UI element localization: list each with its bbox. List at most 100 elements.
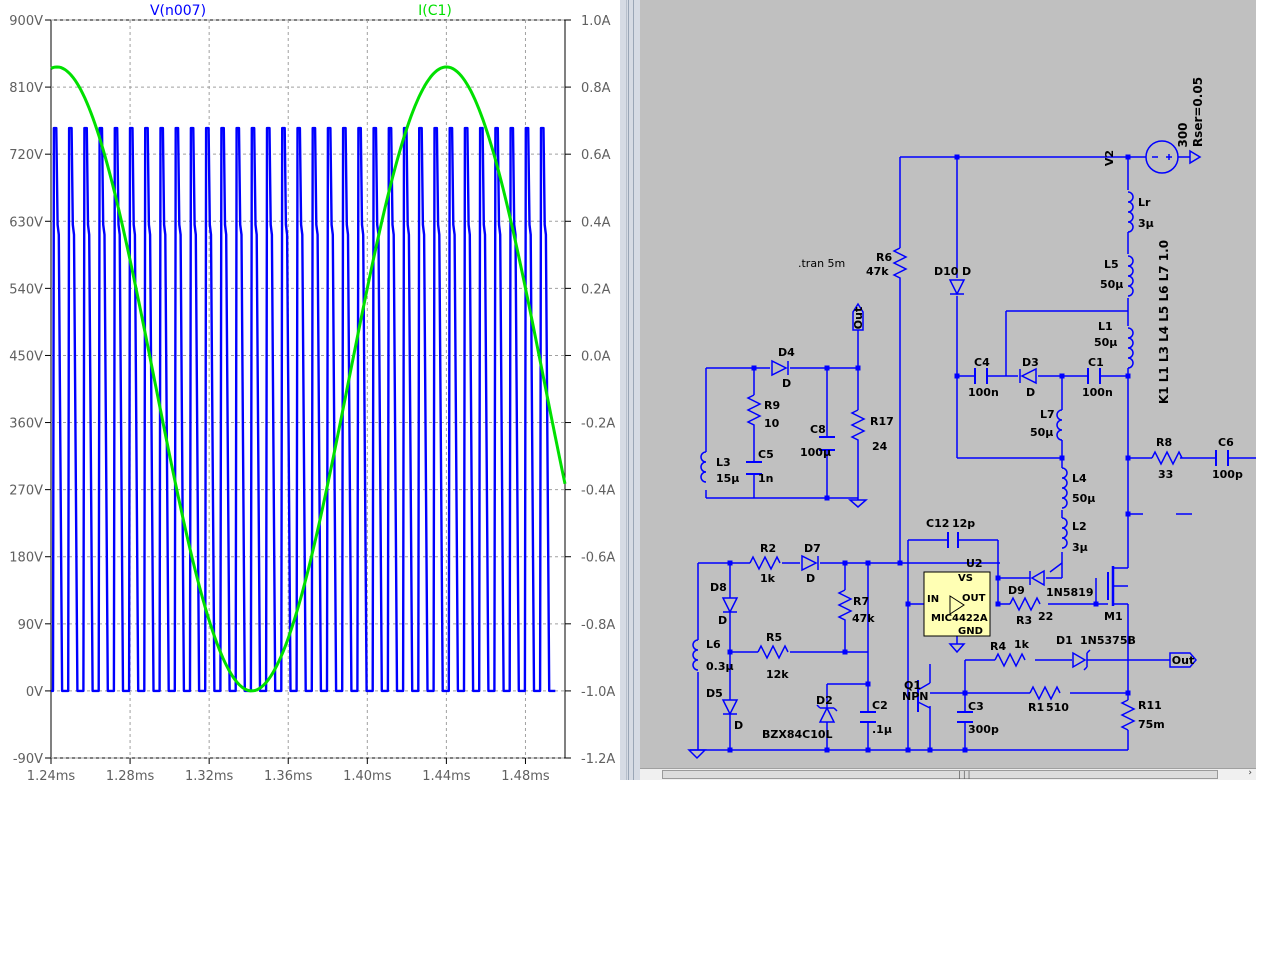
junction-dot	[865, 560, 871, 566]
right-axis-label: 0.0A	[581, 349, 611, 364]
diode-d9[interactable]	[1029, 569, 1045, 587]
label-r7-value: 47k	[852, 612, 875, 625]
resistor-r4[interactable]	[994, 652, 1026, 668]
capacitor-c12[interactable]	[947, 532, 959, 548]
label-r4-value: 1k	[1014, 638, 1030, 651]
capacitor-c6[interactable]	[1215, 450, 1229, 466]
label-r17: R17	[870, 415, 894, 428]
inductor-l5[interactable]	[1127, 255, 1134, 297]
diode-d3[interactable]	[1019, 367, 1037, 385]
label-d8-value: D	[718, 614, 727, 627]
ground-icon	[848, 499, 868, 508]
pane-splitter[interactable]	[620, 0, 640, 780]
trace-name-v-n007[interactable]: V(n007)	[150, 3, 206, 19]
label-r6-value: 47k	[866, 265, 889, 278]
trace-i-c1[interactable]	[50, 65, 567, 693]
diode-d8[interactable]	[721, 597, 739, 614]
schematic-symbols[interactable]	[687, 140, 1229, 760]
left-axis-label: 630V	[9, 215, 43, 230]
label-v2: V2	[1103, 150, 1116, 166]
label-c1: C1	[1088, 356, 1104, 369]
resistor-r2[interactable]	[749, 555, 781, 571]
label-d5: D5	[706, 687, 723, 700]
label-r5-value: 12k	[766, 668, 789, 681]
diode-d5[interactable]	[721, 699, 739, 716]
diode-d7[interactable]	[801, 554, 819, 572]
label-r9: R9	[764, 399, 780, 412]
inductor-l2[interactable]	[1061, 517, 1068, 549]
ground-icon	[1189, 149, 1202, 165]
inductor-l1[interactable]	[1127, 327, 1134, 369]
zener-diode-d2[interactable]	[816, 704, 838, 723]
resistor-r7[interactable]	[837, 589, 853, 628]
label-r11: R11	[1138, 699, 1162, 712]
zener-diode-d1[interactable]	[1072, 649, 1091, 671]
scrollbar-thumb[interactable]: |||	[662, 770, 1218, 779]
scrollbar-grip-icon: |||	[957, 770, 972, 779]
label-q1: Q1	[904, 679, 921, 692]
label-l6: L6	[706, 638, 721, 651]
diode-d10[interactable]	[948, 279, 966, 296]
left-axis-label: -90V	[13, 752, 43, 767]
label-r7: R7	[853, 595, 869, 608]
resistor-r11[interactable]	[1120, 699, 1136, 731]
label-c12-value: 12p	[952, 517, 975, 530]
label-c2: C2	[872, 699, 888, 712]
v2-source[interactable]	[1145, 140, 1179, 174]
label-l4: L4	[1072, 472, 1087, 485]
label-m1: M1	[1104, 610, 1123, 623]
label-r9-value: 10	[764, 417, 780, 430]
x-axis-label: 1.36ms	[264, 769, 313, 780]
inductor-l4[interactable]	[1061, 467, 1068, 509]
resistor-r6[interactable]	[892, 247, 908, 282]
label-r4: R4	[990, 640, 1006, 653]
label-r2: R2	[760, 542, 776, 555]
capacitor-c2[interactable]	[860, 711, 876, 723]
ground-icon	[687, 749, 707, 760]
left-axis-label: 270V	[9, 484, 43, 499]
label-u2-gnd: GND	[958, 626, 983, 637]
inductor-l6[interactable]	[692, 639, 699, 671]
right-axis-label: 1.0A	[581, 14, 611, 29]
resistor-r1[interactable]	[1029, 685, 1061, 701]
label-u2-part: MIC4422A	[931, 613, 988, 624]
resistor-r8[interactable]	[1151, 450, 1183, 466]
junction-dot	[1125, 373, 1131, 379]
trace-name-i-c1[interactable]: I(C1)	[418, 3, 452, 19]
diode-d4[interactable]	[771, 359, 789, 377]
capacitor-c1[interactable]	[1087, 368, 1101, 384]
window-edge	[1256, 0, 1280, 780]
waveform-plot[interactable]: 900V810V720V630V540V450V360V270V180V90V0…	[0, 0, 620, 780]
schematic-canvas[interactable]: V2 300 Rser=0.05 Lr 3µ L5 50µ L1 50µ K1 …	[640, 0, 1256, 768]
resistor-r17[interactable]	[850, 409, 866, 450]
capacitor-c4[interactable]	[974, 368, 988, 384]
inductor-l7[interactable]	[1056, 409, 1063, 441]
net-label-out-top[interactable]	[852, 302, 864, 331]
schematic-pane[interactable]: V2 300 Rser=0.05 Lr 3µ L5 50µ L1 50µ K1 …	[640, 0, 1256, 768]
capacitor-c3[interactable]	[957, 711, 973, 723]
left-axis-label: 0V	[26, 685, 43, 700]
inductor-lr[interactable]	[1127, 191, 1134, 233]
resistor-r9[interactable]	[746, 394, 762, 432]
capacitor-c5[interactable]	[746, 461, 762, 475]
label-u2-vs: VS	[958, 573, 973, 584]
label-l2-value: 3µ	[1072, 541, 1088, 554]
ic-u2[interactable]	[923, 571, 991, 637]
capacitor-c8[interactable]	[819, 436, 835, 451]
schematic-horizontal-scrollbar[interactable]: ||| ›	[640, 768, 1256, 780]
resistor-r3[interactable]	[1009, 596, 1041, 612]
junction-dots	[727, 154, 1131, 753]
plot-frame	[50, 19, 566, 759]
trace-v-n007[interactable]	[51, 126, 556, 693]
label-d10-value: D	[962, 265, 971, 278]
label-d9: D9	[1008, 584, 1025, 597]
inductor-l3[interactable]	[700, 451, 707, 483]
label-c8: C8	[810, 423, 826, 436]
resistor-r5[interactable]	[757, 644, 789, 660]
label-l7: L7	[1040, 408, 1055, 421]
left-axis-label: 450V	[9, 349, 43, 364]
label-r3: R3	[1016, 614, 1032, 627]
scroll-right-arrow-icon[interactable]: ›	[1248, 768, 1252, 778]
net-label-out-right[interactable]	[1169, 652, 1197, 668]
